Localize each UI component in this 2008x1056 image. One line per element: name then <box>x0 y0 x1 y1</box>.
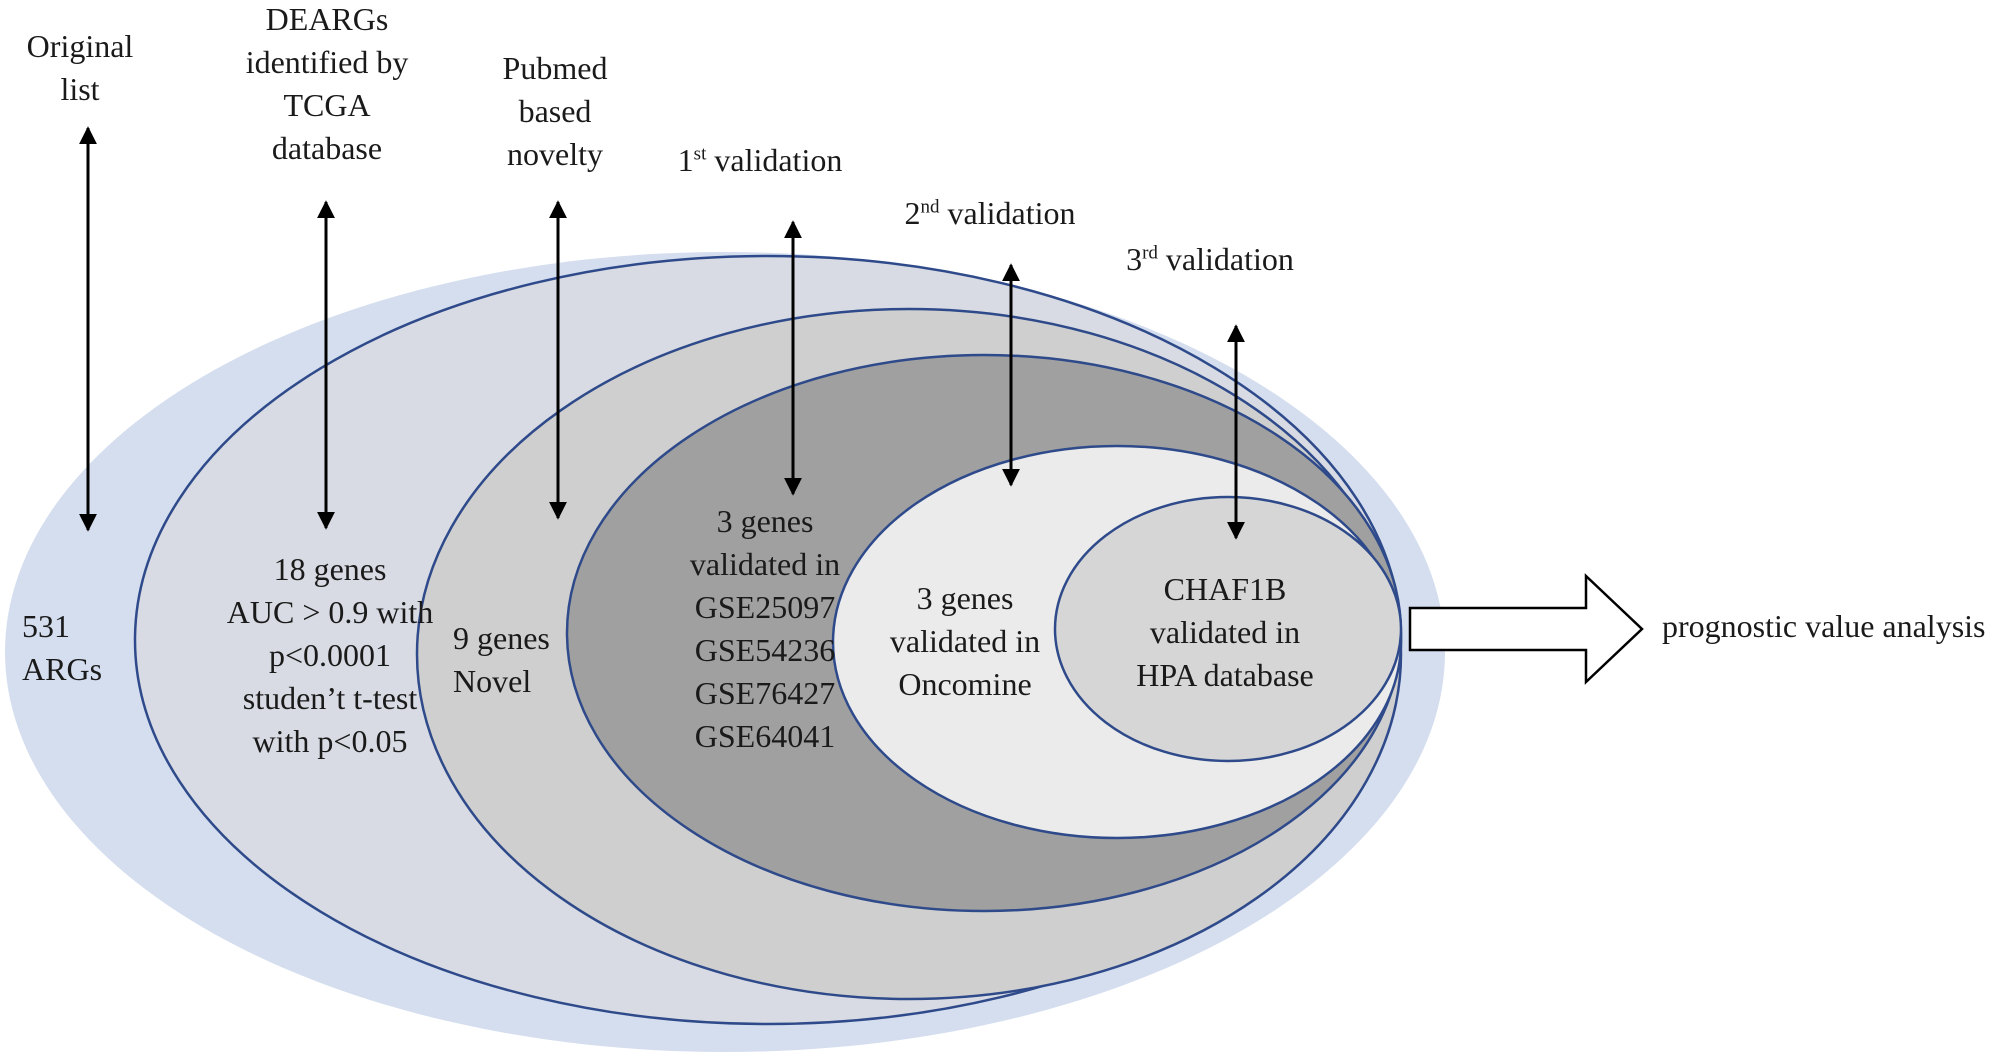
top-label-v3: 3rd validation <box>1126 241 1294 277</box>
content-original: 531 ARGs <box>22 608 103 687</box>
top-label-original: Original list <box>26 28 134 107</box>
top-label-deargs: DEARGs identified by TCGA database <box>245 1 409 166</box>
outcome-block-arrow <box>1408 573 1644 685</box>
content-v1: 3 genes validated in GSE25097 GSE54236 G… <box>689 503 841 754</box>
content-v3: CHAF1B validated in HPA database <box>1136 571 1314 693</box>
top-label-v1: 1st validation <box>677 142 843 178</box>
outcome-label: prognostic value analysis <box>1662 608 1986 644</box>
content-pubmed: 9 genes Novel <box>453 620 550 699</box>
top-label-v2: 2nd validation <box>904 195 1076 231</box>
content-v2: 3 genes validated in Oncomine <box>889 580 1041 702</box>
top-label-pubmed: Pubmed based novelty <box>502 50 608 172</box>
content-deargs: 18 genes AUC > 0.9 with p<0.0001 studen’… <box>226 551 434 759</box>
